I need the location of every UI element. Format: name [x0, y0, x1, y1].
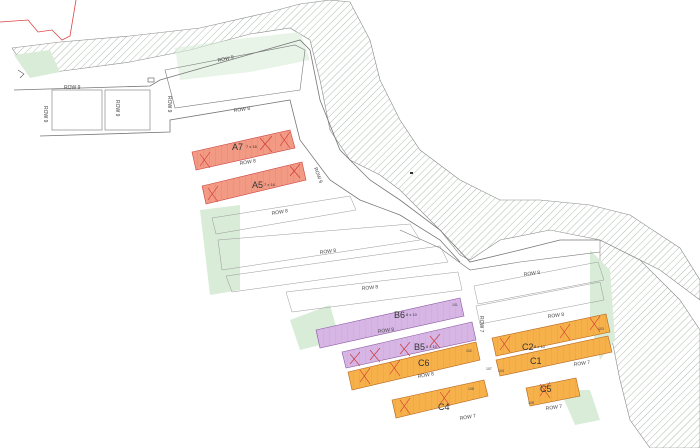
row-label: ROW 7 [459, 413, 476, 422]
row-outline [211, 195, 357, 235]
row-label: ROW 8 [523, 270, 540, 278]
row-label: ROW 8 [547, 312, 564, 320]
block-label: C4 [438, 402, 450, 412]
lot-number: 108 [468, 387, 474, 391]
block-c5[interactable]: C5 105 [525, 377, 581, 407]
block-b6[interactable]: B6 8 x 10 101 [315, 297, 465, 349]
row-outline [475, 281, 605, 325]
lawn-area [560, 390, 600, 425]
row-label: ROW 9 [217, 55, 234, 64]
lawn-area [200, 205, 240, 295]
row-label: ROW 7 [478, 316, 484, 333]
row-label: ROW 9 [312, 167, 323, 185]
marker [410, 172, 413, 174]
block-c4[interactable]: C4 [391, 379, 489, 419]
row-label: ROW 8 [239, 158, 256, 167]
row-label: ROW 8 [362, 284, 379, 292]
row-outline [285, 271, 463, 313]
row-label: ROW 8 [377, 327, 394, 335]
block-c6[interactable]: C6 102 [347, 341, 481, 391]
block-size: 7 x 16 [264, 182, 276, 187]
lot-number: 102 [466, 349, 472, 353]
row-label: ROW 9 [64, 85, 81, 91]
block-label: C2 [522, 342, 534, 352]
lot-number: 105 [528, 401, 534, 405]
row-label: ROW 9 [114, 100, 120, 117]
block-label: B5 [414, 342, 425, 352]
property-line [0, 0, 77, 41]
row-label: ROW 8 [417, 371, 434, 380]
lawn-area [175, 32, 310, 80]
block-a7[interactable]: A7 7 x 16 [191, 129, 296, 171]
access-road [13, 39, 600, 263]
lot-number: 101 [452, 303, 458, 307]
row-label: ROW 8 [233, 106, 250, 114]
block-label: A5 [252, 180, 263, 190]
lot-number: 104 [498, 369, 504, 373]
row-label: ROW 9 [166, 96, 172, 113]
block-label: C5 [540, 384, 552, 394]
block-label: C1 [530, 356, 542, 366]
block-size: 7 x 16 [246, 144, 258, 149]
block-label: B6 [394, 310, 405, 320]
block-c1[interactable]: C1 104 [495, 335, 613, 377]
lot-number: 103 [598, 327, 604, 331]
row-label: ROW 8 [271, 208, 288, 217]
block-c2[interactable]: C2 8 x 10 103 [491, 313, 611, 357]
block-size: 8 x 10 [534, 344, 546, 349]
access-road-edge [39, 99, 461, 263]
block-label: C6 [418, 358, 430, 368]
row-label: ROW 7 [573, 360, 590, 368]
row-outline [104, 89, 151, 131]
marker [17, 69, 25, 79]
block-size: 8 x 10 [426, 344, 438, 349]
lawn-area [14, 50, 60, 78]
road-inner [399, 229, 601, 271]
row-label: ROW 7 [545, 404, 562, 412]
block-size: 8 x 10 [406, 312, 418, 317]
lot-number: 107 [486, 367, 492, 371]
block-label: A7 [232, 142, 243, 152]
hatched-buffer [11, 0, 700, 301]
row-outline [164, 44, 306, 109]
row-outline [51, 89, 103, 131]
row-label: ROW 9 [42, 106, 48, 123]
row-outline [225, 245, 449, 293]
row-label: ROW 8 [319, 248, 336, 256]
marker [147, 77, 155, 83]
row-outline [473, 261, 605, 305]
block-a5[interactable]: A5 7 x 16 [201, 161, 307, 205]
row-outline [217, 223, 421, 271]
block-b5[interactable]: B5 8 x 10 [341, 321, 477, 369]
